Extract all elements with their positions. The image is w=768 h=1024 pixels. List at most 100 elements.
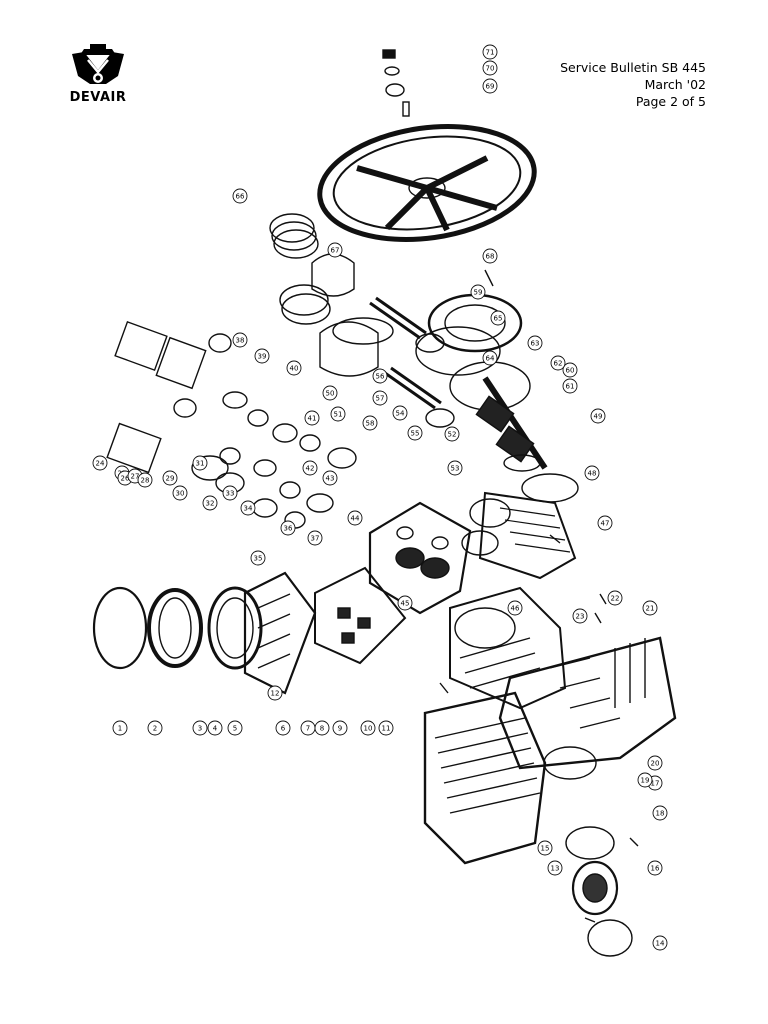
callout-circle <box>527 335 543 351</box>
callout-circle <box>254 348 270 364</box>
part-callout-30: 30 <box>172 485 188 501</box>
callout-number: 22 <box>611 595 620 603</box>
diagram-canvas: 1234567891011121314151617181920212223242… <box>92 44 677 957</box>
part-callout-33: 33 <box>222 485 238 501</box>
callout-number: 67 <box>331 247 340 255</box>
callout-circle <box>314 720 330 736</box>
part-callout-32: 32 <box>202 495 218 511</box>
valve-block <box>314 566 407 665</box>
callout-circle <box>378 720 394 736</box>
valve-assemblies <box>106 321 357 529</box>
part-callout-12: 12 <box>267 685 283 701</box>
part-callout-11: 11 <box>378 720 394 736</box>
bulletin-page: Page 2 of 5 <box>635 94 706 109</box>
callout-circle <box>647 755 663 771</box>
callout-number: 69 <box>486 83 495 91</box>
connecting-rods <box>369 296 455 428</box>
pulley-wheel <box>317 123 537 243</box>
callout-number: 19 <box>641 777 650 785</box>
callout-circle <box>192 455 208 471</box>
callout-number: 21 <box>646 605 655 613</box>
callout-circle <box>537 840 553 856</box>
callout-circle <box>302 460 318 476</box>
callout-circle <box>240 500 256 516</box>
callout-circle <box>490 310 506 326</box>
callout-number: 45 <box>401 600 410 608</box>
callout-number: 62 <box>554 360 563 368</box>
devair-logo: DEVAIR <box>64 40 132 112</box>
part-callout-14: 14 <box>652 935 668 951</box>
part-callout-48: 48 <box>584 465 600 481</box>
callout-number: 44 <box>351 515 360 523</box>
callout-number: 4 <box>213 725 218 733</box>
callout-circle <box>232 332 248 348</box>
callout-number: 53 <box>451 465 460 473</box>
callout-number: 2 <box>153 725 157 733</box>
callout-circle <box>470 284 486 300</box>
part-callout-62: 62 <box>550 355 566 371</box>
part-callout-70: 70 <box>482 60 498 76</box>
callout-number: 18 <box>656 810 665 818</box>
callout-number: 49 <box>594 413 603 421</box>
callout-circle <box>227 720 243 736</box>
piston-rings <box>269 213 331 325</box>
callout-circle <box>112 720 128 736</box>
part-callout-19: 19 <box>637 772 653 788</box>
callout-circle <box>232 188 248 204</box>
part-callout-2: 2 <box>147 720 163 736</box>
callout-number: 35 <box>254 555 263 563</box>
part-callout-53: 53 <box>447 460 463 476</box>
compressor-logo-icon <box>72 44 124 84</box>
callout-circle <box>444 426 460 442</box>
callout-number: 59 <box>474 289 483 297</box>
callout-number: 46 <box>511 605 520 613</box>
callout-number: 39 <box>258 353 267 361</box>
part-callout-49: 49 <box>590 408 606 424</box>
side-cylinder-head <box>243 571 317 695</box>
callout-number: 32 <box>206 500 215 508</box>
callout-number: 27 <box>131 473 140 481</box>
callout-number: 26 <box>121 475 130 483</box>
callout-number: 63 <box>531 340 540 348</box>
part-callout-1: 1 <box>112 720 128 736</box>
part-callout-31: 31 <box>192 455 208 471</box>
part-callout-58: 58 <box>362 415 378 431</box>
callout-circle <box>584 465 600 481</box>
callout-circle <box>202 495 218 511</box>
callout-number: 66 <box>236 193 245 201</box>
callout-number: 64 <box>486 355 495 363</box>
part-callout-51: 51 <box>330 406 346 422</box>
part-callout-69: 69 <box>482 78 498 94</box>
callout-number: 1 <box>118 725 122 733</box>
callout-number: 10 <box>364 725 373 733</box>
bulletin-date: March '02 <box>644 77 706 92</box>
part-callout-29: 29 <box>162 470 178 486</box>
part-callout-9: 9 <box>332 720 348 736</box>
part-callout-6: 6 <box>275 720 291 736</box>
crankcase <box>498 636 677 780</box>
callout-circle <box>304 410 320 426</box>
callout-number: 15 <box>541 845 550 853</box>
part-callout-64: 64 <box>482 350 498 366</box>
part-callout-52: 52 <box>444 426 460 442</box>
callout-number: 16 <box>651 865 660 873</box>
callout-circle <box>547 860 563 876</box>
part-callout-67: 67 <box>327 242 343 258</box>
part-callout-47: 47 <box>597 515 613 531</box>
callout-circle <box>307 530 323 546</box>
callout-circle <box>550 355 566 371</box>
callout-number: 47 <box>601 520 610 528</box>
callout-circle <box>642 600 658 616</box>
callout-circle <box>652 805 668 821</box>
callout-circle <box>347 510 363 526</box>
callout-circle <box>590 408 606 424</box>
callout-number: 6 <box>281 725 286 733</box>
part-callout-44: 44 <box>347 510 363 526</box>
callout-number: 8 <box>320 725 324 733</box>
part-callout-45: 45 <box>397 595 413 611</box>
callout-number: 60 <box>566 367 575 375</box>
part-callout-59: 59 <box>470 284 486 300</box>
callout-circle <box>507 600 523 616</box>
part-callout-65: 65 <box>490 310 506 326</box>
